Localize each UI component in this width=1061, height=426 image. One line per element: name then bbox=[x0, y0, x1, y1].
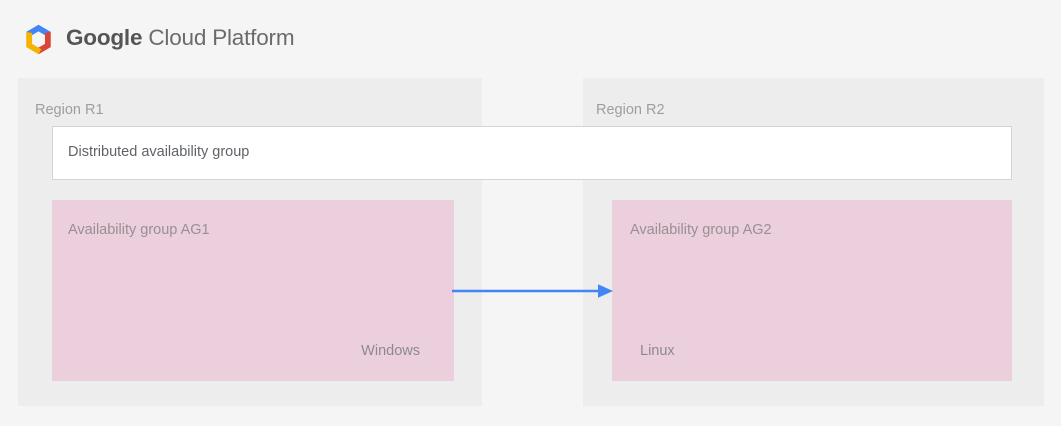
google-cloud-hexagon-icon bbox=[26, 24, 51, 54]
brand-word-google: Google bbox=[66, 24, 143, 50]
brand-wordmark: Google Cloud Platform bbox=[66, 24, 295, 52]
google-cloud-platform-brand: Google Cloud Platform bbox=[22, 23, 295, 56]
distributed-availability-group-box: Distributed availability group bbox=[52, 126, 1012, 180]
os-label-windows: Windows bbox=[361, 343, 420, 359]
availability-group-title-ag2: Availability group AG2 bbox=[630, 222, 772, 238]
availability-group-box-ag2: Availability group AG2 Linux bbox=[612, 200, 1012, 381]
os-label-linux: Linux bbox=[640, 343, 675, 359]
availability-group-box-ag1: Availability group AG1 Windows bbox=[52, 200, 454, 381]
availability-group-title-ag1: Availability group AG1 bbox=[68, 222, 210, 238]
region-label-r2: Region R2 bbox=[596, 102, 665, 118]
page-header: Google Cloud Platform bbox=[0, 0, 1061, 78]
replication-arrow-icon bbox=[452, 284, 613, 298]
brand-word-cloud-platform: Cloud Platform bbox=[142, 24, 295, 50]
distributed-availability-group-label: Distributed availability group bbox=[68, 144, 250, 160]
region-label-r1: Region R1 bbox=[35, 102, 104, 118]
